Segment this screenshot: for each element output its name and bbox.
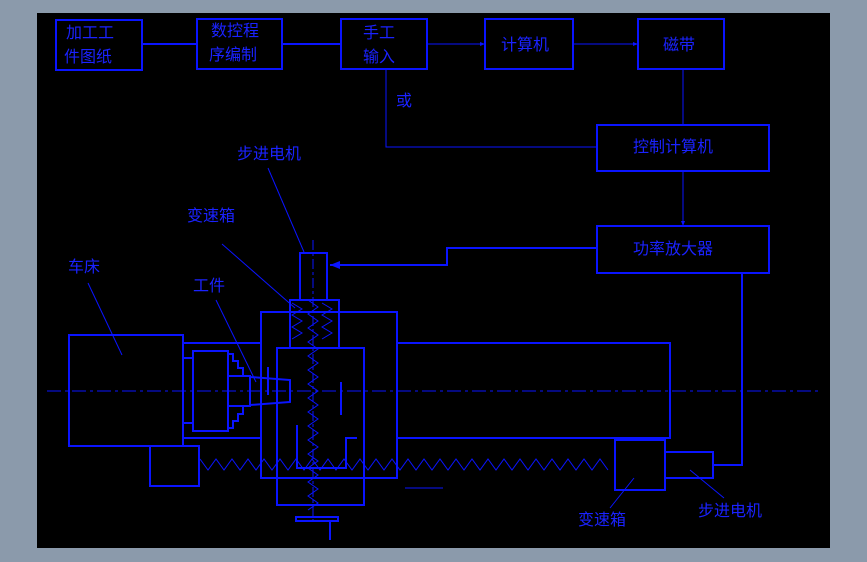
stepper-motor-bottom — [664, 451, 714, 479]
handwheel — [295, 516, 339, 522]
svg-text:输入: 输入 — [363, 47, 395, 66]
svg-text:控制计算机: 控制计算机 — [633, 137, 713, 156]
gearbox-top — [289, 299, 340, 349]
drawing-area — [37, 13, 830, 548]
label-stepper-motor-top: 步进电机 — [237, 144, 301, 163]
label-gearbox-bottom: 变速箱 — [578, 510, 626, 529]
label-workpiece: 工件 — [193, 276, 225, 295]
or-label: 或 — [396, 91, 412, 110]
annotations: 步进电机 变速箱 车床 工件 变速箱 步进电机 — [68, 144, 762, 529]
svg-text:序编制: 序编制 — [209, 45, 257, 64]
svg-text:数控程: 数控程 — [211, 21, 259, 40]
lathe-body — [68, 334, 184, 447]
svg-text:加工工: 加工工 — [66, 23, 114, 42]
svg-text:计算机: 计算机 — [501, 35, 549, 54]
svg-text:手工: 手工 — [363, 23, 395, 42]
label-lathe: 车床 — [68, 257, 100, 276]
svg-text:磁带: 磁带 — [663, 35, 695, 54]
lathe-base — [149, 445, 200, 487]
svg-text:件图纸: 件图纸 — [64, 47, 112, 66]
box-drawing: 加工工 件图纸 — [55, 19, 143, 71]
lathe-machine — [47, 240, 820, 540]
carriage — [260, 311, 398, 479]
svg-text:功率放大器: 功率放大器 — [633, 239, 713, 258]
flow-connectors — [142, 42, 743, 466]
label-gearbox-top: 变速箱 — [187, 206, 235, 225]
label-stepper-motor-bottom: 步进电机 — [698, 501, 762, 520]
box-programming: 数控程 序编制 — [196, 18, 283, 70]
